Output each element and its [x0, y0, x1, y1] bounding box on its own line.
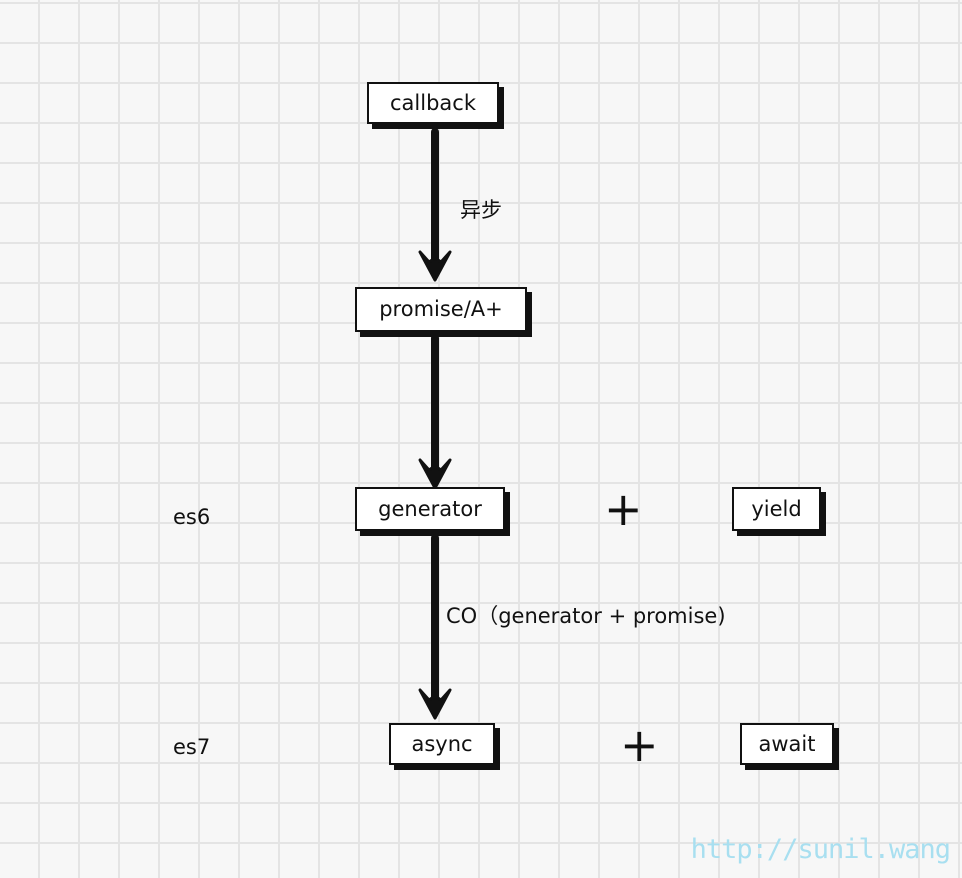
node-yield: yield	[732, 487, 821, 531]
arrow-callback-to-promise	[418, 128, 452, 282]
watermark-text: http://sunil.wang	[690, 834, 951, 865]
side-label-es6: es6	[173, 505, 211, 529]
plus-operator-es6: +	[604, 482, 643, 536]
node-callback: callback	[367, 82, 499, 124]
arrow-generator-to-async	[418, 534, 452, 720]
node-await: await	[740, 723, 834, 765]
edge-label-async-step: 异步	[460, 198, 502, 222]
node-generator: generator	[355, 487, 505, 531]
edge-label-co: CO（generator + promise)	[446, 604, 726, 628]
node-promise: promise/A+	[355, 287, 527, 332]
node-async: async	[389, 723, 495, 765]
plus-operator-es7: +	[620, 718, 659, 772]
side-label-es7: es7	[173, 735, 211, 759]
arrow-promise-to-generator	[418, 334, 452, 490]
